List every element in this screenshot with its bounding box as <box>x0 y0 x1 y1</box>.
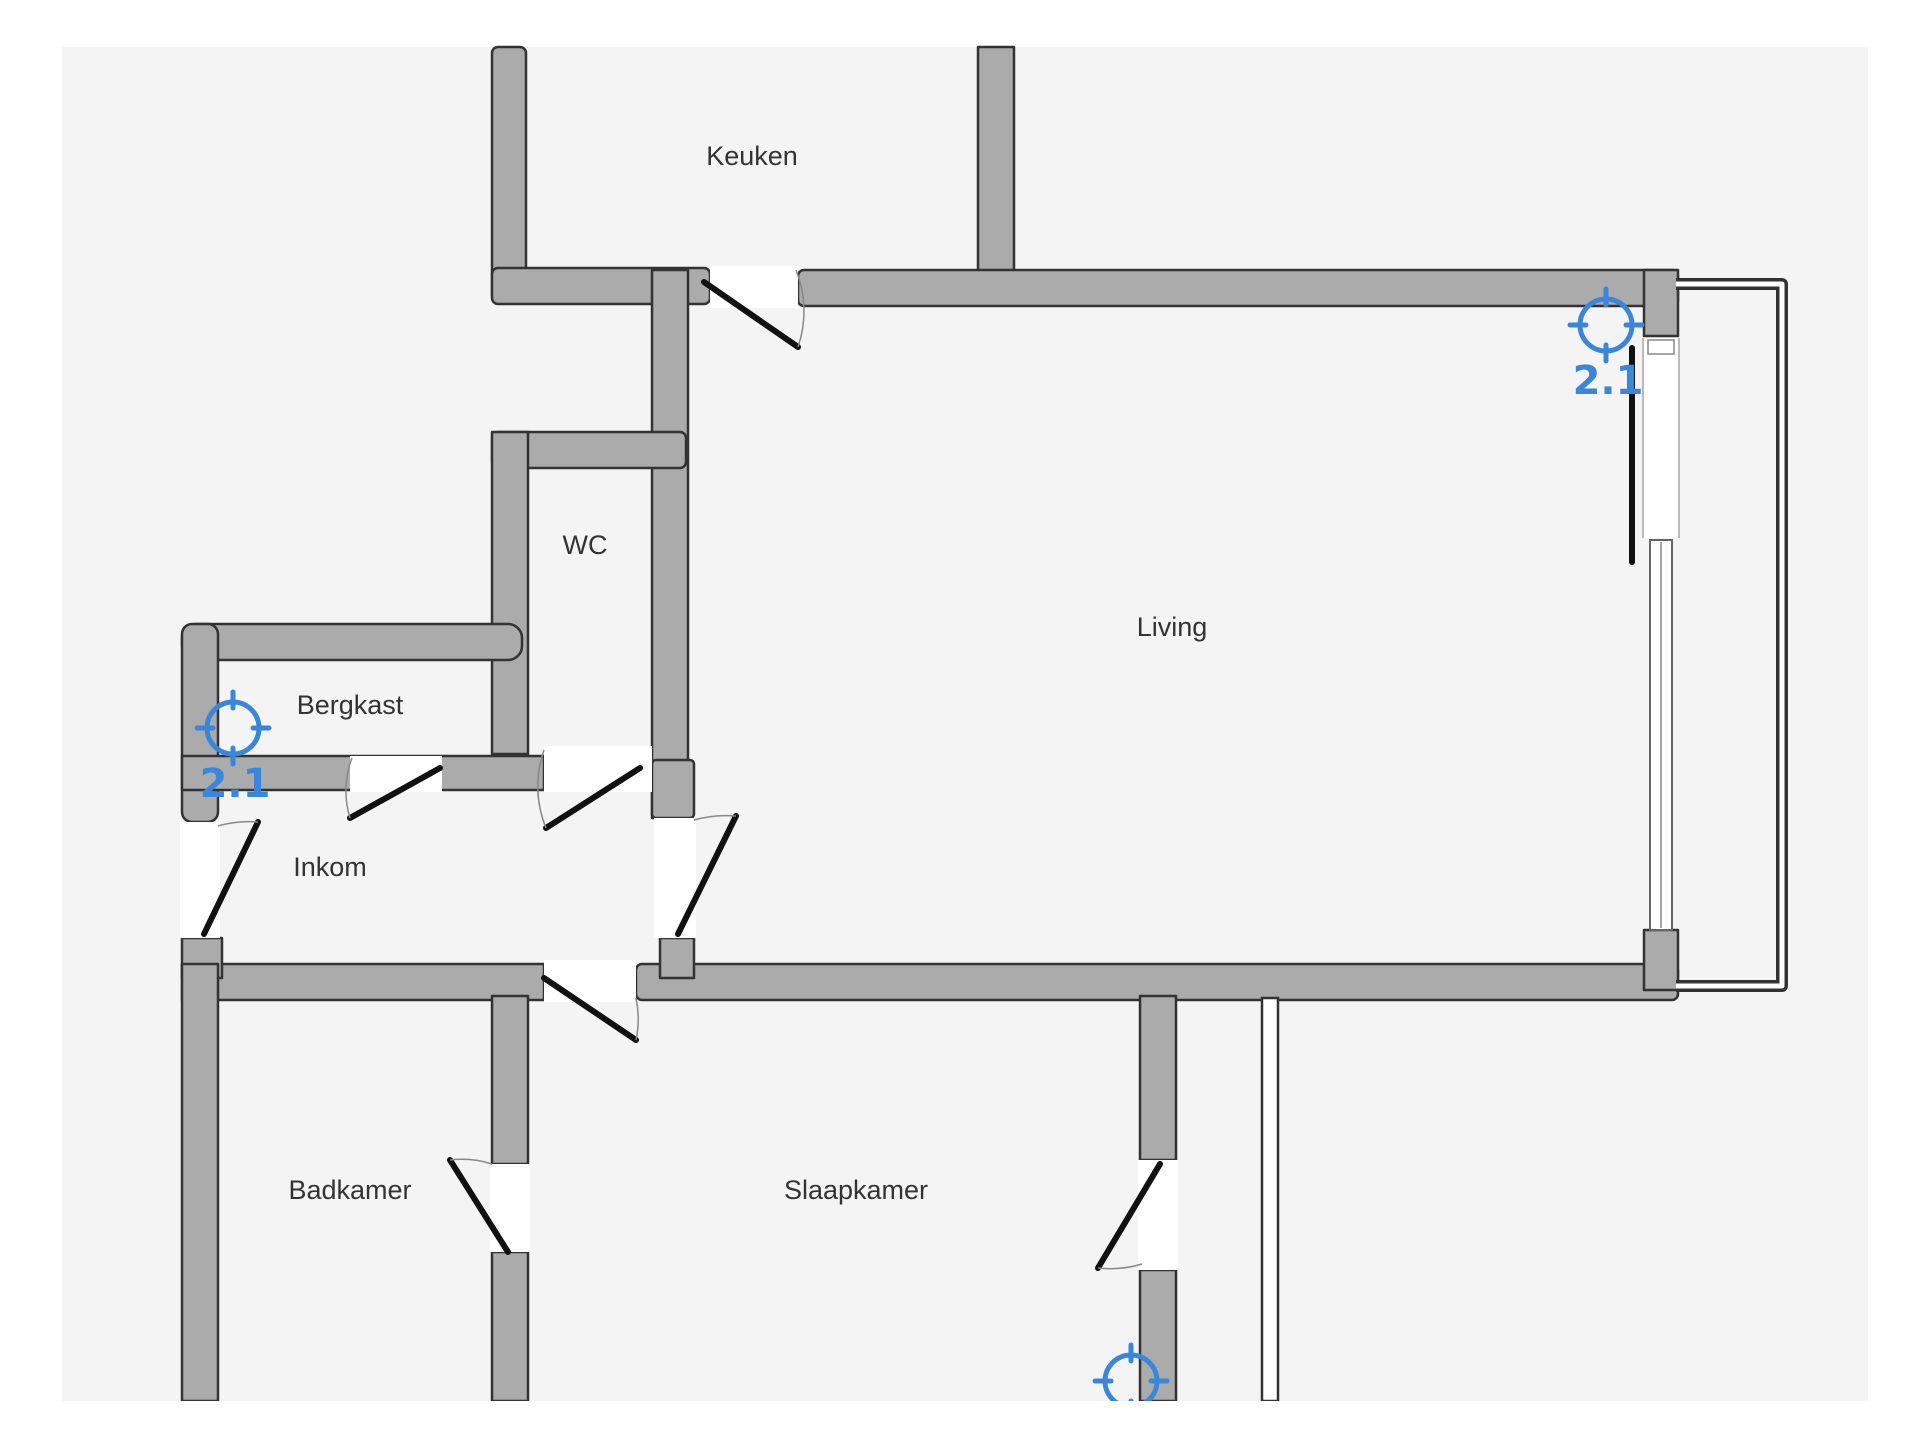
crosshair-icon <box>1567 286 1645 364</box>
wall-inkom-pier <box>650 758 696 820</box>
wall-living-top-right-pier <box>1642 268 1680 338</box>
room-label-living: Living <box>1137 612 1208 642</box>
crosshair-icon <box>194 689 272 767</box>
window-openings <box>1642 338 1680 931</box>
wall-left-exterior <box>180 962 220 1403</box>
bottom-margin <box>0 1401 1920 1440</box>
wall-living-bottom-pier <box>658 936 696 980</box>
wall-wc-left <box>490 430 530 756</box>
door-bergkast <box>347 765 443 821</box>
wall-slaapkamer-right-top <box>1138 994 1178 1162</box>
room-label-keuken: Keuken <box>706 141 798 171</box>
room-label-bergkast: Bergkast <box>297 690 404 720</box>
door-badkamer <box>447 1157 511 1255</box>
door-wc <box>543 765 643 831</box>
markers: 2.1 2.1 <box>194 286 1645 1420</box>
door-slaapkamer-right <box>1095 1161 1163 1271</box>
wall-keuken-right <box>976 45 1016 307</box>
door-keuken <box>701 279 801 350</box>
room-labels: Keuken WC Living Bergkast Inkom Badkamer… <box>288 141 1207 1205</box>
marker-label-living: 2.1 <box>1573 358 1644 404</box>
door-front <box>201 819 261 937</box>
wall-living-top <box>796 268 1680 308</box>
wall-living-bottom-right-pier <box>1642 928 1680 992</box>
wall-bergkast-top <box>180 622 524 662</box>
wall-thin-vertical <box>1260 996 1280 1403</box>
window-living-right-upper <box>1643 338 1679 538</box>
window-sill-tick <box>1647 339 1675 355</box>
room-label-inkom: Inkom <box>293 852 367 882</box>
door-slaapkamer-top <box>541 975 639 1043</box>
wall-badkamer-partition-top <box>490 994 530 1166</box>
room-label-wc: WC <box>563 530 608 560</box>
marker-label-bergkast: 2.1 <box>200 761 271 807</box>
wall-keuken-left <box>490 45 528 303</box>
room-label-slaapkamer: Slaapkamer <box>784 1175 928 1205</box>
wall-living-bottom <box>634 962 1680 1002</box>
wall-inkom-bottom <box>180 962 546 1002</box>
marker-living-corner: 2.1 <box>1567 286 1645 404</box>
room-label-badkamer: Badkamer <box>288 1175 411 1205</box>
door-inkom-living <box>675 813 739 937</box>
wall-badkamer-partition-bottom <box>490 1250 530 1403</box>
doors <box>180 266 1635 1271</box>
marker-bergkast: 2.1 <box>194 689 272 807</box>
wall-wc-living <box>650 268 690 820</box>
